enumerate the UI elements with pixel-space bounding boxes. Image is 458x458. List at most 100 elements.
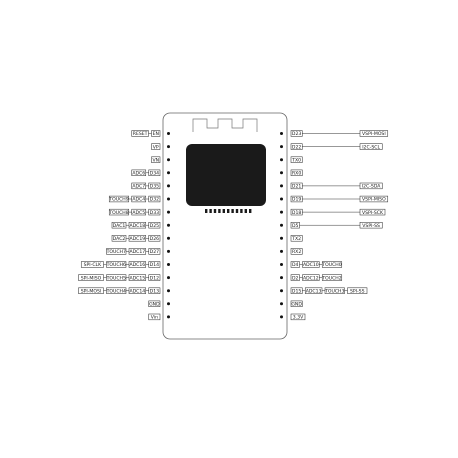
function-label: DAC2 — [113, 236, 126, 242]
chip-pads — [205, 209, 252, 213]
pin-hole — [280, 289, 283, 293]
chip-pad — [244, 209, 247, 213]
pin-label-box — [290, 156, 303, 163]
pin-label: D21 — [292, 184, 301, 190]
pin-row-gnd: GND — [280, 300, 303, 308]
chip-pad — [227, 209, 230, 213]
function-label: VSPI-SS — [362, 223, 380, 229]
pin-hole — [280, 236, 283, 240]
pin-hole — [167, 210, 170, 214]
pin-row-3-3v: 3.3V — [280, 313, 306, 321]
function-label: ADC19 — [130, 236, 146, 242]
function-label: TOUCH9 — [108, 197, 128, 203]
function-label: SPI-MISO — [81, 275, 102, 281]
function-label: ADC7 — [132, 184, 145, 190]
function-label-box — [108, 208, 130, 216]
pin-hole — [167, 132, 170, 135]
chip-pad — [235, 209, 239, 213]
function-label: ADC12 — [303, 275, 319, 281]
function-label-box — [131, 130, 149, 137]
function-label-box — [321, 274, 343, 281]
pin-label-box — [148, 300, 161, 307]
function-label: TOUCH2 — [321, 275, 341, 281]
antenna-trace — [192, 118, 258, 132]
pin-hole — [167, 289, 170, 293]
pin-label: GND — [149, 302, 160, 308]
function-label: ADC18 — [130, 223, 146, 229]
pin-label: D13 — [150, 288, 159, 294]
chip-pad — [249, 209, 252, 213]
function-label: ADC15 — [130, 275, 146, 281]
function-label: ADC14 — [130, 288, 146, 294]
function-label-box — [359, 208, 386, 216]
pin-label-box — [290, 313, 306, 321]
pin-label: TX2 — [291, 236, 301, 242]
pin-hole — [167, 302, 170, 306]
pin-hole — [167, 276, 170, 280]
function-label: TOUCH0 — [321, 262, 341, 268]
function-label: TOUCH4 — [106, 288, 126, 294]
function-label: VSPI-SCK — [362, 210, 384, 216]
pin-hole — [167, 249, 170, 253]
function-label: ADC5 — [132, 210, 145, 216]
pin-hole — [280, 276, 283, 280]
function-label-box — [359, 195, 389, 203]
function-label-box — [78, 274, 104, 281]
chip-pad — [222, 209, 225, 213]
pin-row-vin: Vin — [148, 313, 170, 321]
function-label: DAC1 — [113, 223, 126, 229]
pin-hole — [280, 249, 283, 253]
function-label-box — [359, 143, 383, 150]
pin-label: D23 — [292, 131, 301, 137]
function-label-box — [131, 169, 147, 176]
function-label: I2C-SDA — [362, 184, 382, 190]
pin-row-en: EN RESET — [131, 130, 170, 137]
pin-label: VN — [152, 157, 159, 163]
pin-hole — [167, 197, 170, 201]
pin-hole — [280, 210, 283, 214]
pin-row-d25: D25 ADC18 DAC1 — [111, 222, 170, 229]
function-label: I2C-SCL — [362, 144, 380, 150]
function-label: VSPI-MISO — [362, 197, 386, 203]
pin-label-box — [290, 248, 303, 255]
function-label: ADC4 — [132, 197, 145, 203]
function-label: ADC13 — [306, 288, 322, 294]
function-label-box — [359, 130, 389, 137]
pin-row-d12: D12 ADC15 TOUCH5 SPI-MISO — [78, 274, 170, 281]
function-label: ADC10 — [303, 262, 319, 268]
function-label: TOUCH5 — [106, 275, 126, 281]
pin-label: EN — [153, 131, 159, 137]
pin-row-rx0: RX0 — [280, 169, 303, 177]
function-label: RESET — [133, 131, 148, 137]
chip-pad — [218, 209, 221, 213]
function-label: SPI-MOSI — [81, 288, 102, 294]
pin-hole — [167, 145, 170, 149]
chip-pad — [213, 209, 217, 213]
function-label-box — [321, 261, 343, 268]
pin-label: D34 — [150, 171, 159, 177]
pin-row-tx2: TX2 — [280, 235, 303, 242]
function-label-box — [111, 235, 127, 242]
pin-hole — [280, 197, 283, 201]
function-label: SPI-CLK — [84, 262, 102, 268]
pin-hole — [167, 263, 170, 266]
pin-hole — [280, 263, 283, 266]
function-label-box — [108, 195, 130, 203]
pin-label: D12 — [150, 275, 159, 281]
pin-label: Vin — [151, 315, 158, 321]
chip-pad — [231, 209, 234, 213]
function-label-box — [131, 182, 147, 190]
function-label: VSPI-MOSI — [362, 131, 386, 137]
pin-label-box — [148, 313, 161, 321]
pin-label: RX0 — [292, 171, 301, 177]
pin-hole — [280, 302, 283, 306]
pin-hole — [280, 184, 283, 188]
function-label: SPI-SS — [350, 288, 365, 294]
pin-label: D25 — [150, 223, 159, 229]
pin-row-gnd: GND — [148, 300, 170, 308]
